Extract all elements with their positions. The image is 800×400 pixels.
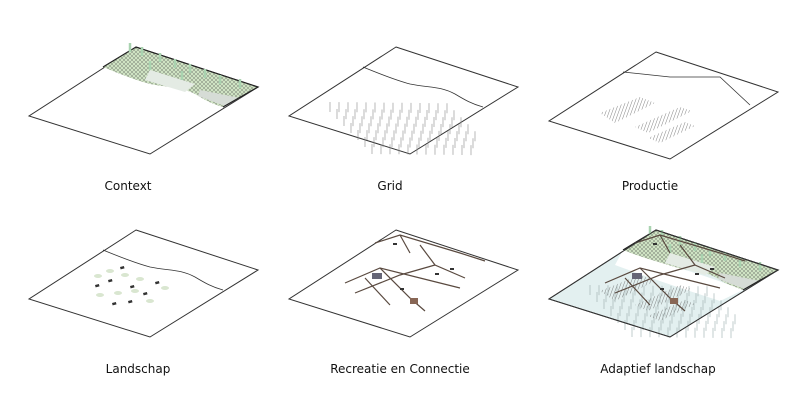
vegetation-patch — [106, 269, 114, 273]
hatched-fields — [103, 47, 258, 107]
production-strip — [600, 97, 655, 123]
building-cluster — [94, 283, 100, 288]
path-line — [614, 264, 696, 294]
strip-border — [102, 46, 260, 108]
shoreline — [362, 66, 484, 108]
label-productie: Productie — [621, 179, 679, 193]
panel-recreatie — [287, 229, 520, 338]
path-line — [659, 234, 671, 254]
building-icon — [653, 243, 657, 245]
panel-productie — [547, 51, 780, 160]
hatched-fields — [623, 230, 778, 290]
vegetation-patch — [161, 286, 169, 290]
vegetation-patch — [131, 289, 139, 293]
building-icon — [710, 268, 714, 270]
plate — [287, 229, 520, 338]
shoreline — [102, 249, 224, 291]
building-cluster — [155, 280, 160, 285]
panel-context — [27, 43, 260, 155]
building-icon — [393, 243, 397, 245]
building-cluster — [111, 301, 117, 306]
field-grey — [718, 273, 760, 289]
recreation-site — [372, 273, 382, 279]
building-icon — [450, 268, 454, 270]
production-strip — [648, 300, 695, 321]
building-cluster — [143, 291, 148, 296]
building-cluster — [127, 299, 133, 304]
plate — [287, 46, 520, 155]
path-line — [604, 267, 721, 289]
building-cluster — [107, 278, 113, 283]
plate — [27, 229, 260, 338]
vegetation-patch — [136, 277, 144, 281]
path-line — [399, 234, 411, 254]
vegetation-patch — [94, 274, 102, 278]
shoreline — [622, 71, 751, 106]
field-light — [145, 70, 195, 92]
path-line — [374, 234, 486, 262]
building-icon — [400, 288, 404, 290]
path-line — [419, 244, 466, 279]
panel-landschap — [27, 229, 260, 338]
label-recreatie: Recreatie en Connectie — [330, 362, 470, 376]
plate-outline — [547, 229, 780, 338]
production-strip — [648, 122, 695, 143]
label-adaptief: Adaptief landschap — [600, 362, 716, 376]
building-cluster — [130, 284, 135, 289]
building-icon — [695, 273, 699, 275]
path-line — [344, 267, 461, 289]
path-line — [679, 244, 726, 279]
vegetation-patch — [146, 299, 154, 303]
vegetation-patch — [96, 293, 104, 297]
building-icon — [660, 288, 664, 290]
beach-zone — [615, 250, 743, 301]
path-line — [634, 234, 746, 262]
label-landschap: Landschap — [105, 362, 171, 376]
plate — [547, 51, 780, 160]
path-line — [354, 264, 436, 294]
field-grey — [198, 90, 240, 106]
production-strip — [635, 107, 692, 133]
panel-adaptief — [547, 226, 780, 339]
label-grid: Grid — [377, 179, 403, 193]
panel-grid — [287, 46, 520, 156]
path-line — [364, 277, 391, 306]
building-cluster — [119, 265, 125, 270]
field-light — [665, 253, 715, 275]
recreation-site — [632, 273, 642, 279]
recreation-site — [410, 298, 418, 304]
label-context: Context — [104, 179, 152, 193]
path-line — [624, 277, 651, 306]
recreation-site — [670, 298, 678, 304]
building-icon — [435, 273, 439, 275]
vegetation-patch — [114, 291, 122, 295]
vegetation-patch — [121, 273, 129, 277]
